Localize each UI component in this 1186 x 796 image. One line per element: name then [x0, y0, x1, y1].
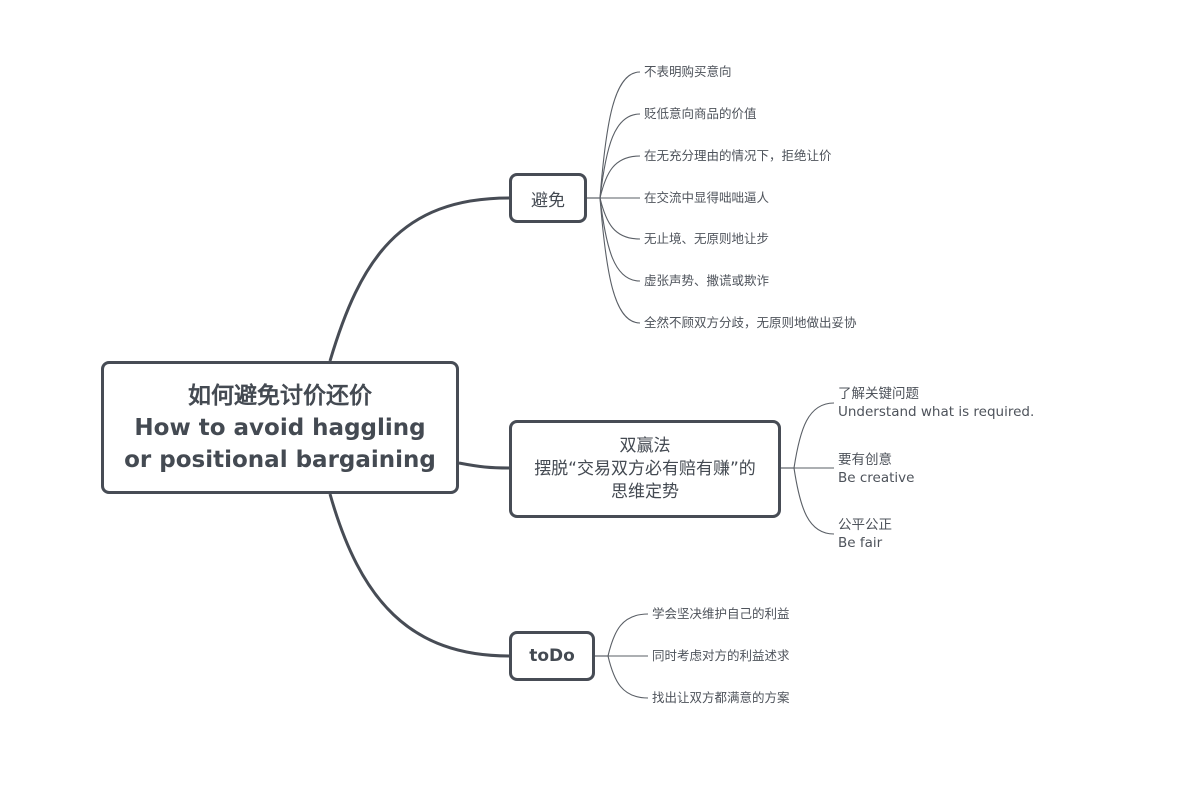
win-win-leaf-zh: 了解关键问题: [838, 386, 919, 402]
branch-win-win-line2: 摆脱“交易双方必有赔有赚”的: [534, 458, 756, 479]
win-win-leaf-zh: 公平公正: [838, 517, 892, 533]
win-win-leaf-en: Understand what is required.: [838, 404, 1035, 420]
avoid-leaf-connector: [599, 71, 641, 199]
avoid-leaf-connectors: [599, 71, 641, 324]
todo-leaf-connector: [607, 655, 649, 699]
win-win-leaf[interactable]: 公平公正 Be fair: [838, 516, 892, 552]
todo-leaf[interactable]: 同时考虑对方的利益述求: [652, 648, 790, 663]
avoid-leaf[interactable]: 贬低意向商品的价值: [644, 106, 757, 121]
todo-leaf[interactable]: 学会坚决维护自己的利益: [652, 606, 790, 621]
avoid-leaf[interactable]: 在无充分理由的情况下，拒绝让价: [644, 148, 832, 163]
avoid-leaf-connector: [599, 155, 641, 199]
win-win-leaf[interactable]: 要有创意 Be creative: [838, 451, 914, 487]
avoid-leaf-connector: [599, 197, 641, 282]
todo-leaf-connectors: [607, 613, 649, 699]
avoid-leaf[interactable]: 在交流中显得咄咄逼人: [644, 190, 770, 205]
win-win-leaf-connector: [793, 402, 835, 469]
connector-root-avoid: [328, 196, 510, 362]
win-win-leaf-zh: 要有创意: [838, 452, 892, 468]
avoid-leaf[interactable]: 全然不顾双方分歧，无原则地做出妥协: [644, 315, 857, 330]
win-win-leaf-en: Be fair: [838, 535, 883, 551]
win-win-leaf-connector: [793, 467, 835, 535]
todo-leaf-connector: [607, 613, 649, 657]
avoid-leaf-connector: [599, 197, 641, 324]
avoid-leaf-connector: [599, 197, 641, 240]
connector-root-todo: [328, 493, 510, 658]
branch-todo[interactable]: toDo: [509, 631, 595, 681]
winwin-leaf-connectors: [793, 402, 835, 535]
connector-root-winwin: [458, 461, 510, 470]
root-topic[interactable]: 如何避免讨价还价 How to avoid haggling or positi…: [101, 361, 459, 494]
branch-todo-label: toDo: [529, 646, 575, 666]
branch-win-win[interactable]: 双赢法 摆脱“交易双方必有赔有赚”的 思维定势: [509, 420, 781, 518]
branch-win-win-line3: 思维定势: [611, 481, 679, 502]
avoid-leaf[interactable]: 虚张声势、撒谎或欺诈: [644, 273, 770, 288]
root-title-zh: 如何避免讨价还价: [188, 382, 372, 409]
todo-leaf[interactable]: 找出让双方都满意的方案: [652, 690, 790, 705]
win-win-leaf[interactable]: 了解关键问题 Understand what is required.: [838, 385, 1034, 421]
avoid-leaf[interactable]: 无止境、无原则地让步: [644, 231, 770, 246]
root-title-en-line2: or positional bargaining: [124, 446, 436, 473]
win-win-leaf-en: Be creative: [838, 470, 915, 486]
branch-win-win-line1: 双赢法: [619, 435, 671, 456]
branch-avoid-label: 避免: [531, 190, 565, 211]
branch-avoid[interactable]: 避免: [509, 173, 587, 223]
avoid-leaf-connector: [599, 113, 641, 199]
root-title-en-line1: How to avoid haggling: [134, 414, 426, 441]
avoid-leaf[interactable]: 不表明购买意向: [644, 64, 732, 79]
